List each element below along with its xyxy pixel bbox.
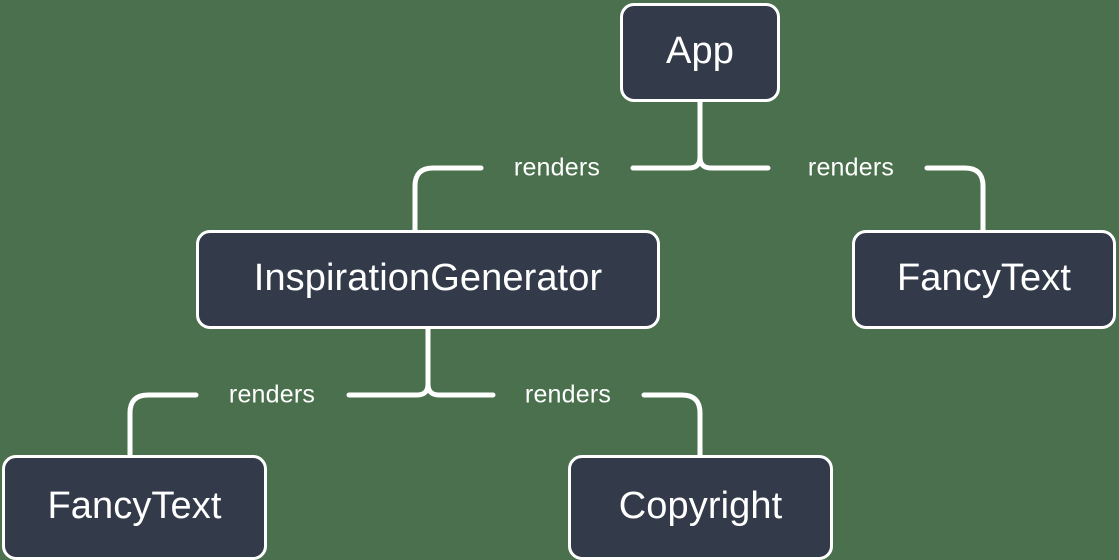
edge-inspirationgenerator-to-copyright [641, 392, 703, 458]
node-fancytext-right[interactable]: FancyText [852, 230, 1116, 329]
node-app-label: App [666, 30, 734, 72]
edge-label-app-to-fancytext-right: renders [795, 155, 907, 181]
node-copyright[interactable]: Copyright [568, 455, 833, 560]
edge-label-inspirationgenerator-to-copyright: renders [512, 382, 624, 408]
node-fancytext-right-label: FancyText [896, 257, 1072, 299]
edge-app-to-inspirationgenerator [412, 165, 484, 233]
node-app[interactable]: App [620, 3, 780, 102]
node-inspirationgenerator[interactable]: InspirationGenerator [196, 230, 660, 329]
node-fancytext-bottom[interactable]: FancyText [2, 455, 267, 560]
edge-label-app-to-inspirationgenerator: renders [501, 155, 613, 181]
node-inspirationgenerator-label: InspirationGenerator [253, 257, 603, 299]
edge-inspirationgenerator-junction-left [346, 381, 431, 398]
node-fancytext-bottom-label: FancyText [47, 485, 222, 527]
edge-label-inspirationgenerator-to-fancytext-bottom: renders [216, 382, 328, 408]
edge-inspirationgenerator-junction-right [425, 381, 496, 398]
edge-app-to-fancytext-right [924, 165, 986, 233]
edge-app-junction-right [697, 154, 771, 171]
edge-inspirationgenerator-to-fancytext-bottom [127, 392, 199, 458]
node-copyright-label: Copyright [618, 485, 783, 527]
edge-app-junction-left [630, 154, 703, 171]
